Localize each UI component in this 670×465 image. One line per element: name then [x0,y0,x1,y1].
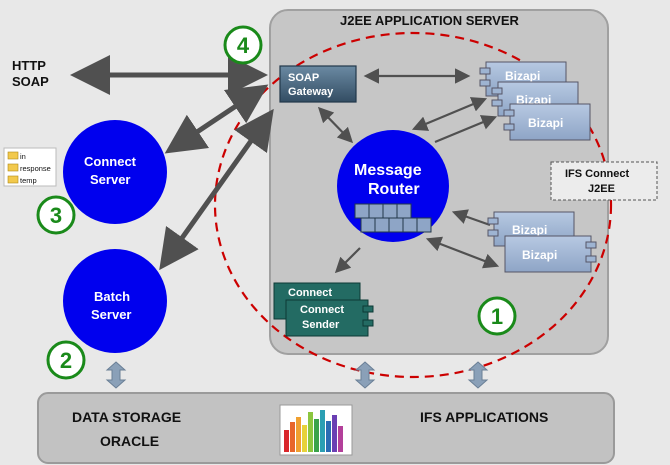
soap-gateway-line1: SOAP [288,72,319,84]
message-router: Message Router [337,130,449,242]
batch-server: Batch Server [63,249,167,353]
server-title: J2EE APPLICATION SERVER [340,13,520,28]
folder-list: in response temp [3,147,57,187]
http-label: HTTP [12,58,46,73]
bizapi-bottom-1: Bizapi [512,223,547,237]
number-badge-4: 4 [223,25,263,65]
ifs-connect-line2: J2EE [588,183,615,195]
bizapi-bottom-2: Bizapi [522,248,557,262]
ifs-connect-line1: IFS Connect [565,168,630,180]
number-2: 2 [60,348,72,373]
number-badge-3: 3 [36,195,76,235]
connect-box-1: Connect [288,287,332,299]
external-arrows [70,55,274,271]
number-3: 3 [50,203,62,228]
message-router-line2: Router [368,181,420,198]
data-storage-label: DATA STORAGE [72,409,181,425]
number-badge-2: 2 [46,340,86,380]
number-1: 1 [491,304,503,329]
folder-icon [7,151,19,184]
bizapi-top-stack: Bizapi Bizapi Bizapi [479,61,591,141]
connect-server-line1: Connect [84,154,137,169]
connect-server-line2: Server [90,172,130,187]
number-badge-1: 1 [477,296,517,336]
bizapi-bottom-stack: Bizapi Bizapi [487,211,597,273]
chart-logo-icon [279,404,353,456]
soap-gateway-line2: Gateway [288,86,334,98]
folder-in: in [20,152,26,161]
batch-server-line2: Server [91,307,131,322]
ifs-applications-label: IFS APPLICATIONS [420,409,548,425]
oracle-label: ORACLE [100,433,159,449]
batch-server-line1: Batch [94,289,130,304]
message-router-line1: Message [354,162,422,179]
connect-sender-stack: Connect Connect Sender [273,282,374,337]
internal-arrows [317,68,500,274]
soap-label: SOAP [12,74,49,89]
queue-icon [354,203,432,233]
folder-temp: temp [20,176,37,185]
bizapi-top-1: Bizapi [505,69,540,83]
ifs-connect-j2ee-box: IFS Connect J2EE [550,161,658,201]
connect-box-3: Sender [302,319,340,331]
number-4: 4 [237,33,250,58]
bizapi-top-3: Bizapi [528,116,563,130]
ifs-connect-boundary [213,31,613,379]
storage-arrows [105,361,489,389]
connect-server: Connect Server [63,120,167,224]
folder-response: response [20,164,51,173]
connect-box-2: Connect [300,304,344,316]
soap-gateway: SOAP Gateway [279,65,357,103]
